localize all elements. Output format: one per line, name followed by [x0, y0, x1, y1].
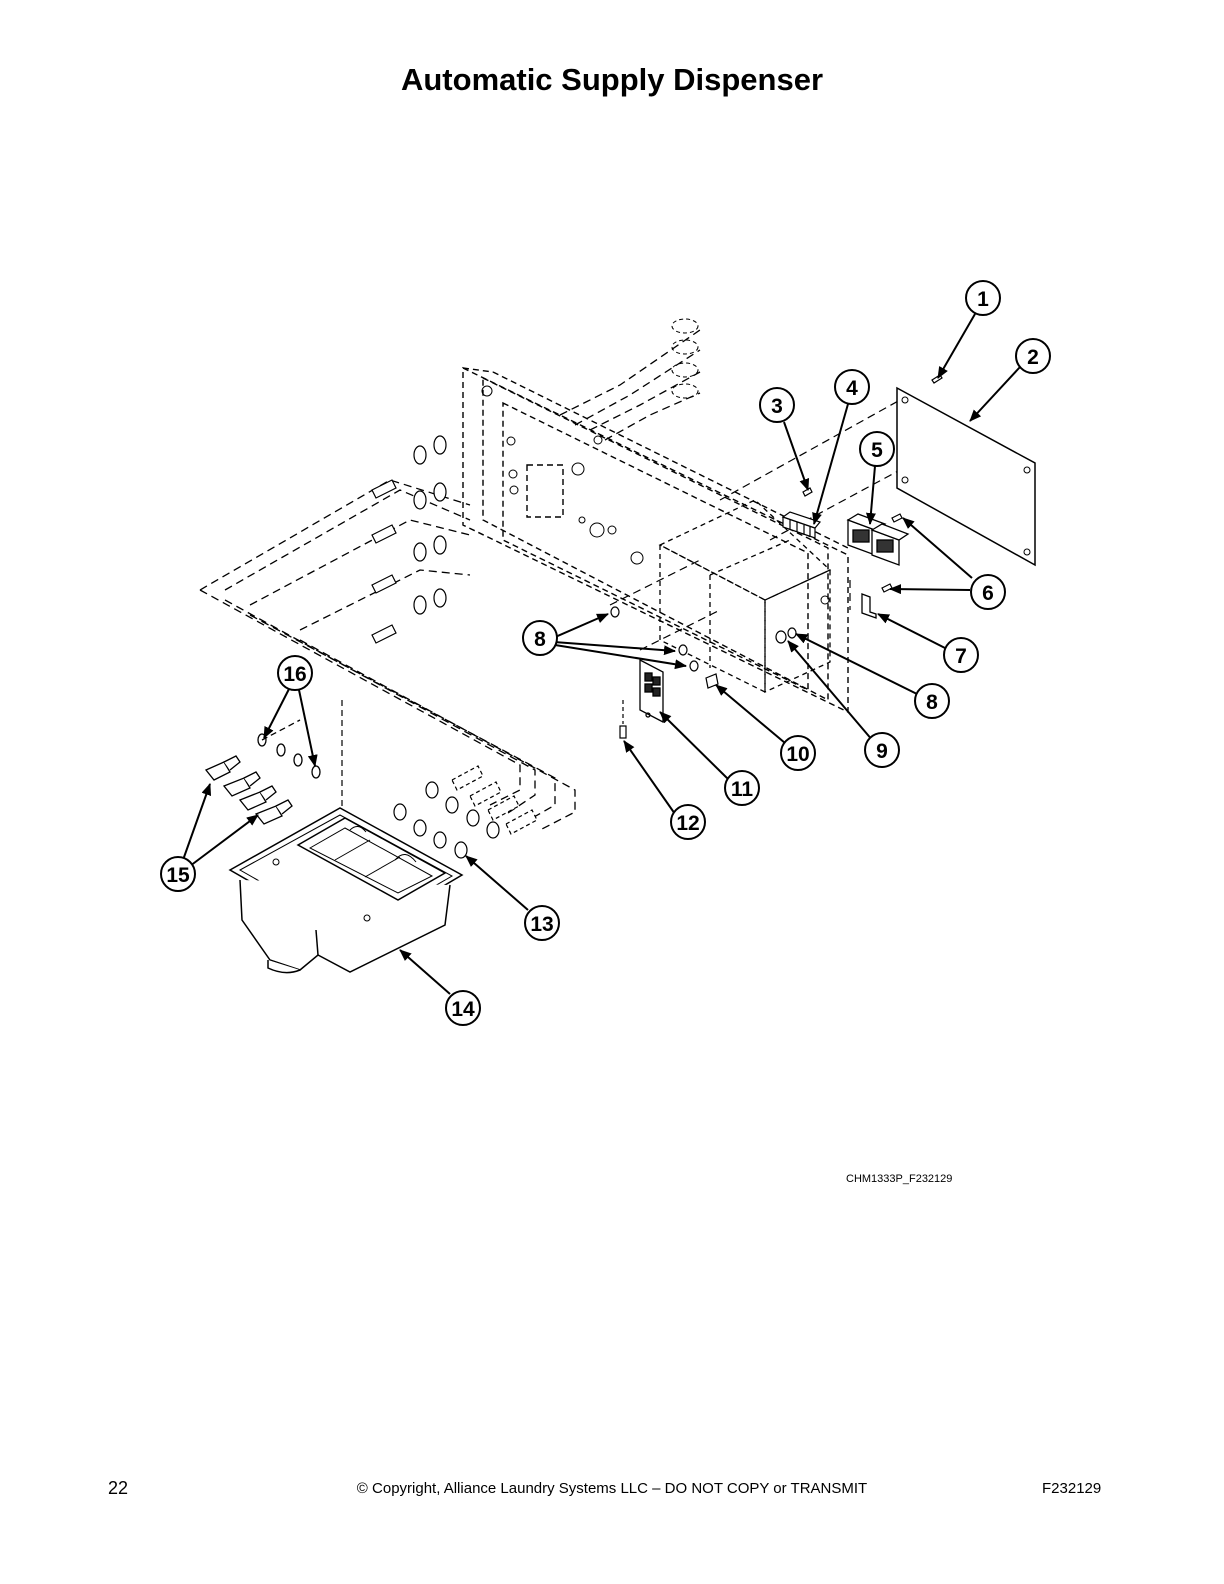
copyright-notice: © Copyright, Alliance Laundry Systems LL… [356, 1480, 868, 1497]
svg-text:11: 11 [731, 778, 754, 801]
svg-text:16: 16 [283, 663, 306, 686]
svg-text:13: 13 [530, 913, 553, 936]
svg-text:5: 5 [871, 439, 883, 462]
cover-panel [896, 386, 1036, 567]
callout-15: 15 [160, 856, 196, 892]
svg-text:8: 8 [534, 628, 546, 651]
frame-holes [481, 385, 830, 605]
terminal-block-4 [781, 511, 822, 539]
page-number: 22 [108, 1478, 129, 1498]
svg-text:14: 14 [451, 998, 475, 1021]
svg-text:10: 10 [786, 743, 809, 766]
washers-8 [610, 606, 797, 672]
relays-5 [846, 513, 910, 566]
upper-hose-fittings [671, 318, 699, 399]
callout-9: 9 [864, 732, 900, 768]
elbow-fittings [204, 755, 293, 825]
panel-guides [609, 399, 901, 651]
leader-arrows [182, 313, 1021, 995]
dispenser-tub [228, 700, 464, 974]
callout-8-right: 8 [914, 683, 950, 719]
callout-5: 5 [859, 431, 895, 467]
svg-text:9: 9 [876, 740, 888, 763]
callout-2: 2 [1015, 338, 1051, 374]
svg-text:3: 3 [771, 395, 783, 418]
callout-12: 12 [670, 804, 706, 840]
svg-text:6: 6 [982, 582, 994, 605]
screw-1 [931, 374, 943, 384]
callout-8-left: 8 [522, 620, 558, 656]
callout-3: 3 [759, 387, 795, 423]
callout-7: 7 [943, 637, 979, 673]
callout-14: 14 [445, 990, 481, 1026]
svg-text:8: 8 [926, 691, 938, 714]
callout-6: 6 [970, 574, 1006, 610]
frame-tubes [371, 479, 397, 644]
svg-text:2: 2 [1027, 346, 1039, 369]
spacer-10 [705, 673, 719, 689]
circuit-board-11 [639, 658, 664, 724]
bracket-7 [861, 593, 877, 619]
dispenser-nuts [393, 781, 500, 859]
callout-1: 1 [965, 280, 1001, 316]
svg-text:4: 4 [846, 377, 858, 400]
dispenser-tubes [451, 765, 538, 835]
callout-13: 13 [524, 905, 560, 941]
pump-box [658, 499, 832, 694]
callout-4: 4 [834, 369, 870, 405]
svg-text:1: 1 [977, 288, 989, 311]
document-id: F232129 [1042, 1480, 1102, 1497]
svg-text:15: 15 [166, 864, 190, 887]
nut-9 [775, 630, 787, 644]
figure-code: CHM1333P_F232129 [846, 1173, 953, 1185]
clip-12 [619, 700, 627, 739]
callout-10: 10 [780, 735, 816, 771]
svg-text:12: 12 [676, 812, 699, 835]
frame-nuts [413, 435, 447, 615]
svg-text:7: 7 [955, 645, 967, 668]
page-title: Automatic Supply Dispenser [400, 62, 824, 97]
callout-11: 11 [724, 770, 760, 806]
callout-16: 16 [277, 655, 313, 691]
hose-lines [199, 329, 701, 831]
